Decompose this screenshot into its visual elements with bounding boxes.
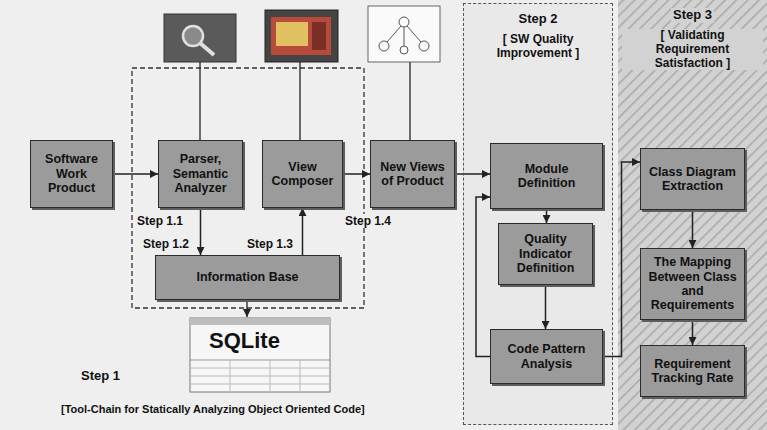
label-slot: Step 1.4 (344, 211, 392, 229)
flow-arrow (692, 210, 694, 248)
process-box: Code Pattern Analysis (490, 329, 603, 384)
step-subtitle: [ Validating Requirement Satisfaction ] (622, 29, 763, 70)
step-label: Step 1.2 (142, 237, 190, 251)
caption-label: [Tool-Chain for Statically Analyzing Obj… (60, 403, 366, 416)
caption-label: Step 1 (80, 368, 121, 384)
box-label: The Mapping Between Class and Requiremen… (645, 255, 740, 313)
box-label: Quality Indicator Definition (503, 232, 588, 275)
box-label: Code Pattern Analysis (495, 342, 598, 371)
hatched-panel-ground (618, 0, 767, 430)
panel-heading: Step 2 [ SW Quality Improvement ] (468, 12, 608, 61)
step-label: Step 1.1 (136, 214, 184, 228)
label-slot: Step 1.1 (136, 211, 184, 229)
box-label: View Composer (267, 160, 338, 189)
box-label: Module Definition (495, 162, 598, 191)
step-title: Step 2 (516, 12, 559, 27)
flow-arrow (692, 320, 694, 345)
panel-heading: Step 3 [ Validating Requirement Satisfact… (622, 8, 763, 70)
box-label: Parser, Semantic Analyzer (163, 152, 238, 195)
label-slot: SQLite (208, 328, 281, 354)
flow-arrow (545, 285, 547, 329)
process-box: Module Definition (490, 143, 603, 209)
process-box: New Views of Product (370, 140, 455, 208)
step-subtitle: [ SW Quality Improvement ] (468, 33, 608, 61)
box-label: Information Base (196, 270, 298, 284)
flow-arrow (113, 173, 158, 175)
label-slot: [Tool-Chain for Statically Analyzing Obj… (60, 399, 366, 417)
process-box: Parser, Semantic Analyzer (158, 140, 243, 208)
step-panel: Step 2 [ SW Quality Improvement ] Module D… (463, 3, 613, 425)
process-box: Requirement Tracking Rate (640, 345, 745, 397)
process-box: Software Work Product (30, 140, 113, 208)
sqlite-picture (190, 300, 330, 392)
step-title: Step 3 (671, 8, 714, 23)
process-box: View Composer (262, 140, 343, 208)
process-box: Information Base (155, 255, 340, 300)
process-box: Quality Indicator Definition (498, 223, 593, 285)
flow-arrow (476, 197, 490, 357)
step-panel: Step 3 [ Validating Requirement Satisfact… (618, 0, 767, 430)
caption-label: SQLite (208, 328, 281, 354)
label-slot: Step 1 (80, 366, 121, 384)
flow-arrow (603, 162, 640, 357)
parser-picture (164, 14, 236, 140)
flow-arrow (455, 173, 490, 175)
box-label: Requirement Tracking Rate (645, 357, 740, 386)
label-slot: Step 1.3 (246, 234, 294, 252)
flow-arrow (302, 208, 304, 255)
box-label: New Views of Product (375, 160, 450, 189)
process-box: Class Diagram Extraction (640, 148, 745, 210)
flow-arrow (546, 209, 548, 223)
panel-ground (463, 3, 613, 425)
new-views-picture (368, 6, 440, 140)
box-label: Software Work Product (35, 152, 108, 195)
flow-arrow (200, 208, 202, 255)
step1-dashed-frame (132, 68, 364, 308)
box-label: Class Diagram Extraction (645, 165, 740, 194)
step-label: Step 1.4 (344, 214, 392, 228)
step-label: Step 1.3 (246, 237, 294, 251)
label-slot: Step 1.2 (142, 234, 190, 252)
view-composer-picture (265, 10, 338, 140)
process-box: The Mapping Between Class and Requiremen… (640, 248, 745, 320)
flow-arrow (343, 173, 370, 175)
